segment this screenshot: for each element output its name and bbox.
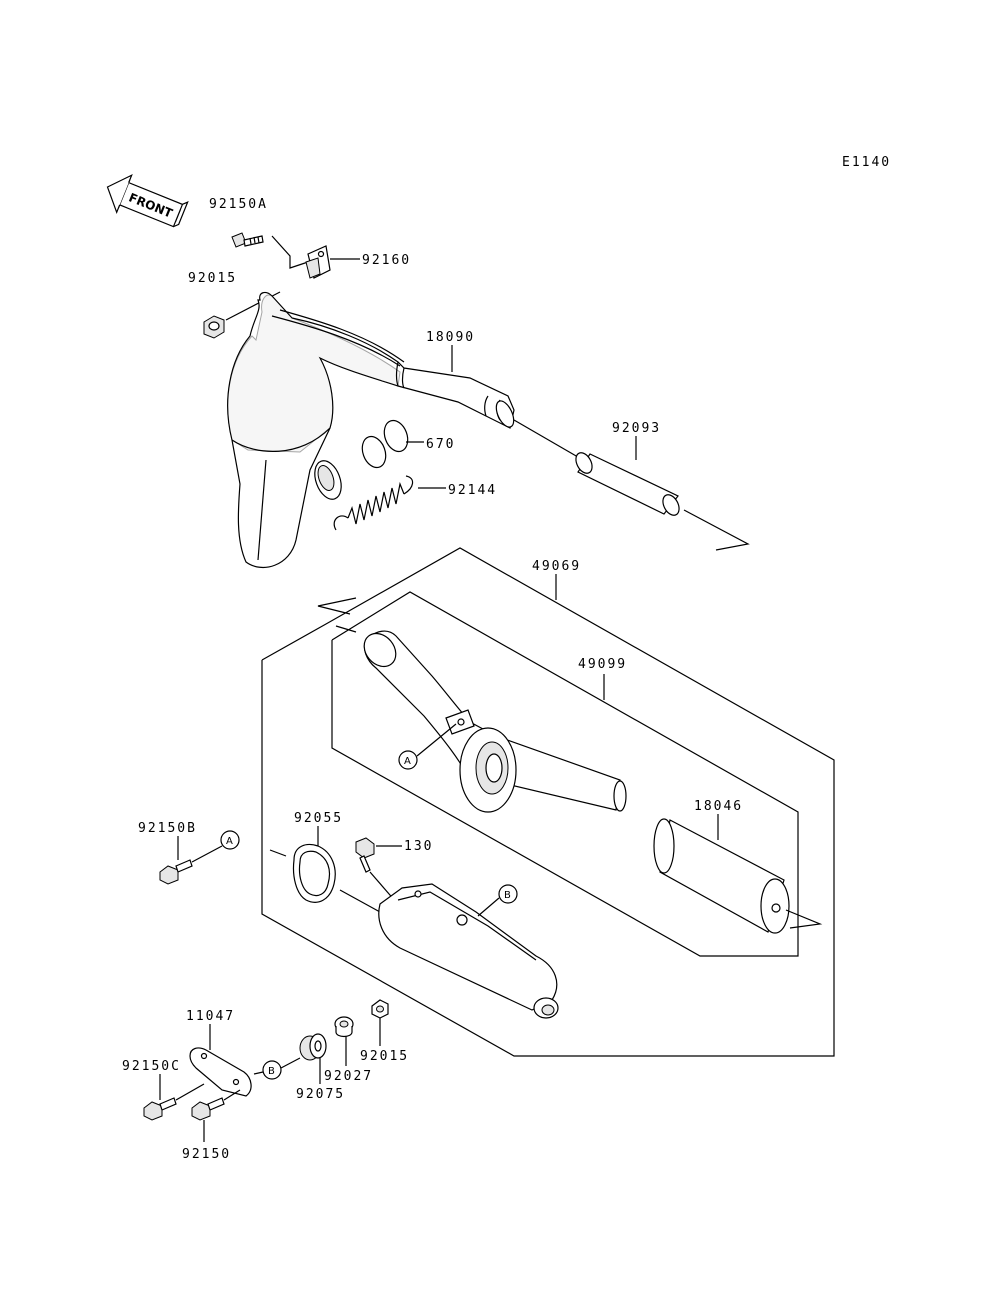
ref-a-bolt-callout: A <box>220 830 240 850</box>
label-11047: 11047 <box>186 1009 235 1024</box>
svg-text:A: A <box>404 756 411 767</box>
label-92015-bottom: 92015 <box>360 1049 409 1064</box>
gasket-92055 <box>292 843 336 903</box>
silencer-body <box>378 883 559 1019</box>
nut-92015-bottom <box>371 999 389 1019</box>
label-92093: 92093 <box>612 421 661 436</box>
label-92015-top: 92015 <box>188 271 237 286</box>
label-92075: 92075 <box>296 1087 345 1102</box>
sleeve-92093 <box>575 452 680 516</box>
expansion-chamber-18090 <box>227 291 515 569</box>
o-rings-670 <box>361 419 409 469</box>
collar-92027 <box>334 1016 354 1038</box>
sleeve-18046 <box>653 818 790 934</box>
bolt-92150c <box>143 1097 177 1121</box>
ref-b-bracket-callout: B <box>262 1060 282 1080</box>
label-92150: 92150 <box>182 1147 231 1162</box>
svg-text:B: B <box>268 1066 275 1077</box>
label-49069: 49069 <box>532 559 581 574</box>
diagram-code: E1140 <box>842 155 891 170</box>
bolt-92150b <box>159 859 193 885</box>
label-92150c: 92150C <box>122 1059 181 1074</box>
group-outline-49099 <box>331 591 799 957</box>
bracket-92160 <box>305 245 331 279</box>
chamber-inlet-stub <box>314 460 342 500</box>
spring-92144 <box>333 475 414 531</box>
label-92027: 92027 <box>324 1069 373 1084</box>
bolt-92150 <box>191 1097 225 1121</box>
bolt-130 <box>355 837 375 873</box>
label-670: 670 <box>426 437 455 452</box>
label-18046: 18046 <box>694 799 743 814</box>
bolt-92150a <box>231 232 264 248</box>
front-arrow-icon: FRONT <box>106 173 189 228</box>
group-outline-49069 <box>261 547 835 1057</box>
label-92150a: 92150A <box>209 197 268 212</box>
label-92150b: 92150B <box>138 821 197 836</box>
svg-text:A: A <box>226 836 233 847</box>
label-18090: 18090 <box>426 330 475 345</box>
label-130: 130 <box>404 839 433 854</box>
nut-92015-top <box>203 315 225 339</box>
header-pipe-49099 <box>363 630 627 813</box>
grommet-92075 <box>299 1033 327 1061</box>
label-92160: 92160 <box>362 253 411 268</box>
ref-b-silencer-callout: B <box>498 884 518 904</box>
svg-text:B: B <box>504 890 511 901</box>
label-92144: 92144 <box>448 483 497 498</box>
bracket-11047 <box>189 1047 252 1097</box>
label-92055: 92055 <box>294 811 343 826</box>
ref-a-header-callout: A <box>398 750 418 770</box>
label-49099: 49099 <box>578 657 627 672</box>
